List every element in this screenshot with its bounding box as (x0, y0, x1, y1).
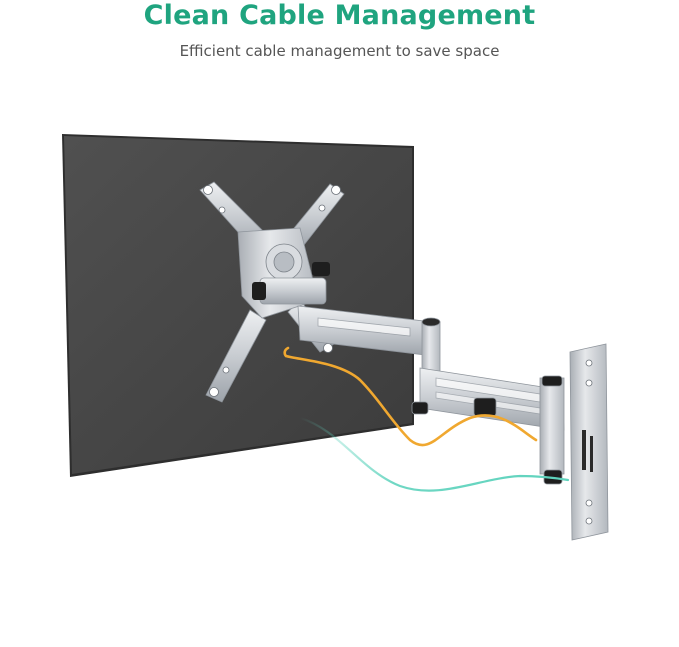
subheadline: Efficient cable management to save space (179, 42, 500, 60)
swing-arm-upper (297, 305, 441, 373)
cable-end (283, 346, 290, 358)
wall-plate (569, 343, 609, 541)
tilt-bracket (252, 262, 330, 305)
cable (284, 354, 538, 447)
swing-arm-lower (411, 367, 565, 485)
headline: Clean Cable Management (143, 0, 536, 31)
cable-path-hint (298, 416, 570, 492)
monitor (62, 134, 414, 477)
